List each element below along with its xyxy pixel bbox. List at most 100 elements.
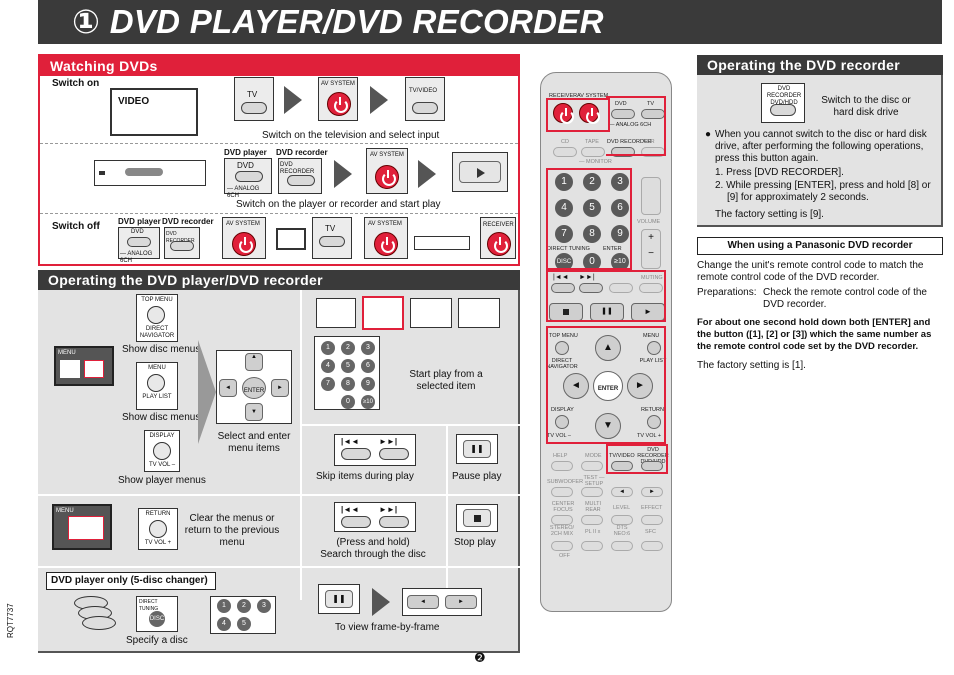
remote-num-10[interactable]: ≥10 — [611, 253, 629, 271]
center-focus-button[interactable] — [551, 515, 573, 525]
return-label: RETURN — [641, 407, 664, 413]
subwoofer-button[interactable] — [551, 487, 573, 497]
dvd-recorder-button[interactable] — [170, 241, 194, 251]
dvd-recorder-button[interactable] — [611, 147, 635, 157]
remote-top-menu-button[interactable] — [555, 341, 569, 355]
tv-video-button[interactable] — [611, 461, 633, 471]
num-6-button[interactable]: 6 — [361, 359, 375, 373]
search-back-button[interactable] — [341, 516, 371, 528]
remote-menu-button[interactable] — [647, 341, 661, 355]
level-button[interactable] — [611, 515, 633, 525]
muting-button[interactable] — [639, 283, 663, 293]
num-4-button[interactable]: 4 — [321, 359, 335, 373]
av-system-power-icon[interactable] — [579, 103, 600, 124]
return-button[interactable] — [149, 520, 167, 538]
remote-up-button[interactable]: ▲ — [595, 335, 621, 361]
remote-num-4[interactable]: 4 — [555, 199, 573, 217]
mode-button[interactable] — [581, 461, 603, 471]
disc-button[interactable]: DISC — [149, 611, 165, 627]
disc-5-button[interactable]: 5 — [237, 617, 251, 631]
dvd-button[interactable] — [611, 109, 635, 119]
remote-plus-button[interactable]: ► — [641, 487, 663, 497]
remote-num-0[interactable]: 0 — [583, 253, 601, 271]
cursor-left-button[interactable]: ◄ — [219, 379, 237, 397]
remote-disc-button[interactable]: DISC — [555, 253, 573, 271]
power-icon[interactable] — [327, 92, 351, 116]
setup-button[interactable] — [581, 487, 603, 497]
display-button[interactable] — [153, 442, 171, 460]
dvd-recorder-button[interactable] — [287, 175, 315, 186]
dvdhdd-button[interactable] — [641, 461, 663, 471]
remote-num-9[interactable]: 9 — [611, 225, 629, 243]
pause-button[interactable]: ❚❚ — [463, 440, 491, 458]
power-icon[interactable] — [375, 165, 399, 189]
num-3-button[interactable]: 3 — [361, 341, 375, 355]
num-5-button[interactable]: 5 — [341, 359, 355, 373]
dts-button[interactable] — [611, 541, 633, 551]
remote-skip-back-button[interactable] — [551, 283, 575, 293]
help-button[interactable] — [551, 461, 573, 471]
num-8-button[interactable]: 8 — [341, 377, 355, 391]
effect-button[interactable] — [641, 515, 663, 525]
disc-2-button[interactable]: 2 — [237, 599, 251, 613]
remote-num-3[interactable]: 3 — [611, 173, 629, 191]
remote-num-8[interactable]: 8 — [583, 225, 601, 243]
tape-button[interactable] — [581, 147, 605, 157]
disc-3-button[interactable]: 3 — [257, 599, 271, 613]
remote-left-button[interactable]: ◄ — [563, 373, 589, 399]
disc-4-button[interactable]: 4 — [217, 617, 231, 631]
pl2x-button[interactable] — [581, 541, 603, 551]
receiver-power-icon[interactable] — [553, 103, 574, 124]
remote-return-button[interactable] — [647, 415, 661, 429]
dvd-button[interactable] — [235, 171, 263, 182]
remote-right-button[interactable]: ► — [627, 373, 653, 399]
dvd-button[interactable] — [127, 237, 151, 247]
sfc-button[interactable] — [641, 541, 663, 551]
skip-forward-button[interactable] — [379, 448, 409, 460]
frame-forward-button[interactable]: ► — [445, 595, 477, 609]
power-icon[interactable] — [487, 232, 511, 256]
volume-rocker[interactable]: +− — [641, 229, 661, 269]
num-9-button[interactable]: 9 — [361, 377, 375, 391]
top-menu-button[interactable] — [147, 306, 165, 324]
dvdhdd-button[interactable] — [770, 104, 796, 116]
stereo-button[interactable] — [551, 541, 573, 551]
remote-num-1[interactable]: 1 — [555, 173, 573, 191]
remote-num-2[interactable]: 2 — [583, 173, 601, 191]
disc-1-button[interactable]: 1 — [217, 599, 231, 613]
power-icon[interactable] — [232, 232, 256, 256]
remote-skip-forward-button[interactable] — [579, 283, 603, 293]
search-forward-button[interactable] — [379, 516, 409, 528]
cursor-right-button[interactable]: ► — [271, 379, 289, 397]
multi-rear-button[interactable] — [581, 515, 603, 525]
tv-button[interactable] — [319, 236, 345, 247]
cd-button[interactable] — [553, 147, 577, 157]
enter-button[interactable]: ENTER — [242, 377, 266, 399]
stop-button[interactable] — [463, 509, 491, 527]
num-1-button[interactable]: 1 — [321, 341, 335, 355]
num-0-button[interactable]: 0 — [341, 395, 355, 409]
remote-minus-button[interactable]: ◄ — [611, 487, 633, 497]
ch-rocker[interactable] — [641, 177, 661, 215]
cursor-up-button[interactable]: ▲ — [245, 353, 263, 371]
remote-enter-button[interactable]: ENTER — [593, 371, 623, 401]
play-button[interactable] — [459, 161, 501, 183]
remote-num-7[interactable]: 7 — [555, 225, 573, 243]
cursor-down-button[interactable]: ▼ — [245, 403, 263, 421]
frame-back-button[interactable]: ◄ — [407, 595, 439, 609]
tv-button[interactable] — [241, 102, 267, 114]
num-10-button[interactable]: ≥10 — [361, 395, 375, 409]
num-2-button[interactable]: 2 — [341, 341, 355, 355]
power-icon[interactable] — [374, 232, 398, 256]
remote-display-button[interactable] — [555, 415, 569, 429]
remote-num-6[interactable]: 6 — [611, 199, 629, 217]
remote-button-blank[interactable] — [609, 283, 633, 293]
skip-back-button[interactable] — [341, 448, 371, 460]
tv-video-button[interactable] — [412, 102, 438, 114]
menu-button[interactable] — [147, 374, 165, 392]
remote-pause-button[interactable]: ❚❚ — [590, 303, 624, 321]
remote-down-button[interactable]: ▼ — [595, 413, 621, 439]
frame-pause-button[interactable]: ❚❚ — [325, 590, 353, 608]
remote-num-5[interactable]: 5 — [583, 199, 601, 217]
num-7-button[interactable]: 7 — [321, 377, 335, 391]
